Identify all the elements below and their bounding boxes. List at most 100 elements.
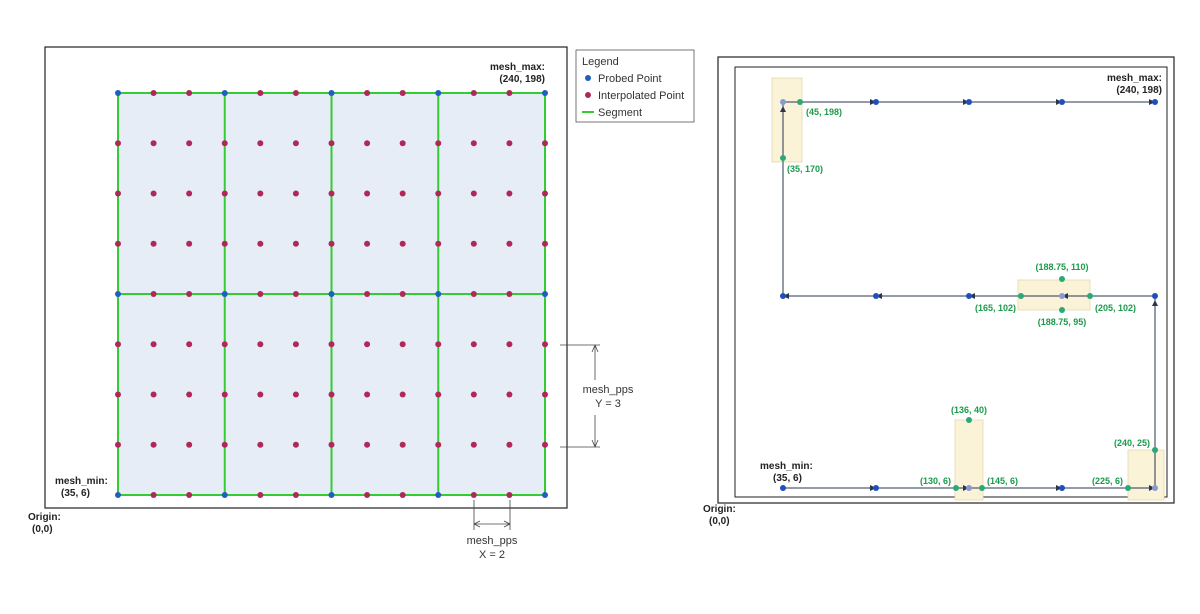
interpolated-point <box>257 492 264 498</box>
interpolated-point <box>506 240 513 247</box>
interpolated-point <box>364 140 371 147</box>
probed-point <box>115 90 121 96</box>
interpolated-point <box>470 391 477 398</box>
probed-point <box>542 90 548 96</box>
interpolated-point <box>150 190 157 197</box>
segment-point-p10 <box>979 485 985 491</box>
interpolated-point <box>399 190 406 197</box>
probed-point <box>328 291 335 297</box>
interpolated-point <box>292 441 299 448</box>
interpolated-point <box>115 391 121 398</box>
interpolated-points <box>115 90 548 498</box>
highlight-box-4 <box>1127 449 1165 501</box>
interpolated-point <box>257 441 264 448</box>
interpolated-point <box>292 341 299 348</box>
interpolated-point <box>221 391 228 398</box>
interpolated-point <box>364 391 371 398</box>
segment-point-p8 <box>1152 447 1158 453</box>
right-origin-coord: (0,0) <box>709 516 730 527</box>
interpolated-point <box>506 391 513 398</box>
interpolated-point <box>435 391 442 398</box>
interpolated-point <box>328 441 335 448</box>
pps-x-label: mesh_pps <box>467 535 518 547</box>
interpolated-point <box>506 90 513 96</box>
legend-segment-label: Segment <box>598 107 642 119</box>
interpolated-point <box>292 90 299 96</box>
probed-point <box>221 291 228 297</box>
mesh-max-coord: (240, 198) <box>499 74 545 85</box>
interpolated-point <box>292 240 299 247</box>
interpolated-point <box>186 391 193 398</box>
interpolated-point <box>435 441 442 448</box>
node <box>780 485 786 491</box>
point-label-p8: (240, 25) <box>1114 438 1150 448</box>
interpolated-point <box>186 140 193 147</box>
interpolated-point <box>186 190 193 197</box>
interpolated-point <box>115 190 121 197</box>
node <box>873 99 879 105</box>
point-label-p7: (136, 40) <box>951 405 987 415</box>
probed-point <box>221 492 228 498</box>
segment-point-p3 <box>1059 276 1065 282</box>
interpolated-point <box>364 441 371 448</box>
interpolated-point <box>470 240 477 247</box>
interpolated-point <box>257 240 264 247</box>
probed-point <box>221 90 228 96</box>
segment-point-p9 <box>953 485 959 491</box>
interpolated-point <box>257 190 264 197</box>
legend: Legend Probed Point Interpolated Point S… <box>575 49 695 123</box>
interpolated-point <box>150 492 157 498</box>
interpolated-point <box>435 140 442 147</box>
probed-point <box>435 492 442 498</box>
interpolated-point <box>470 492 477 498</box>
interpolated-point <box>150 391 157 398</box>
legend-box <box>575 49 695 123</box>
interpolated-point <box>506 190 513 197</box>
interpolated-point <box>364 240 371 247</box>
node <box>966 293 972 299</box>
interpolated-point <box>435 240 442 247</box>
interpolated-point <box>364 190 371 197</box>
interpolated-point <box>257 291 264 297</box>
right-mesh-min-label: mesh_min: <box>760 461 813 472</box>
interpolated-point <box>221 341 228 348</box>
origin-label: Origin: <box>28 512 61 523</box>
probed-points <box>115 90 548 498</box>
interpolated-point <box>435 190 442 197</box>
legend-probed-label: Probed Point <box>598 73 662 85</box>
interpolated-point <box>221 441 228 448</box>
interpolated-point <box>221 140 228 147</box>
mesh-min-label: mesh_min: <box>55 476 108 487</box>
segment-point-p4 <box>1018 293 1024 299</box>
probed-point <box>542 492 548 498</box>
interpolated-point <box>292 140 299 147</box>
interpolated-point <box>150 140 157 147</box>
interpolated-point <box>186 492 193 498</box>
interpolated-point <box>470 190 477 197</box>
interpolated-point <box>435 341 442 348</box>
node <box>1152 293 1158 299</box>
node <box>1059 293 1065 299</box>
pps-x-dimension <box>473 500 511 530</box>
interpolated-point <box>150 90 157 96</box>
right-origin-label: Origin: <box>703 504 736 515</box>
interpolated-point <box>506 492 513 498</box>
interpolated-point <box>328 190 335 197</box>
highlight-box-1 <box>771 77 803 163</box>
interpolated-point <box>328 140 335 147</box>
origin-coord: (0,0) <box>32 524 53 535</box>
right-mesh-min-coord: (35, 6) <box>773 473 802 484</box>
interpolated-point <box>115 441 121 448</box>
interpolated-point <box>506 341 513 348</box>
interpolated-point <box>292 492 299 498</box>
interpolated-point <box>257 90 264 96</box>
interpolated-point <box>399 240 406 247</box>
node <box>780 293 786 299</box>
interpolated-point <box>292 190 299 197</box>
interpolated-point <box>399 140 406 147</box>
interpolated-point <box>364 341 371 348</box>
segment-point-p5 <box>1087 293 1093 299</box>
probed-point <box>435 291 442 297</box>
mesh-min-coord: (35, 6) <box>61 488 90 499</box>
interpolated-point <box>257 140 264 147</box>
